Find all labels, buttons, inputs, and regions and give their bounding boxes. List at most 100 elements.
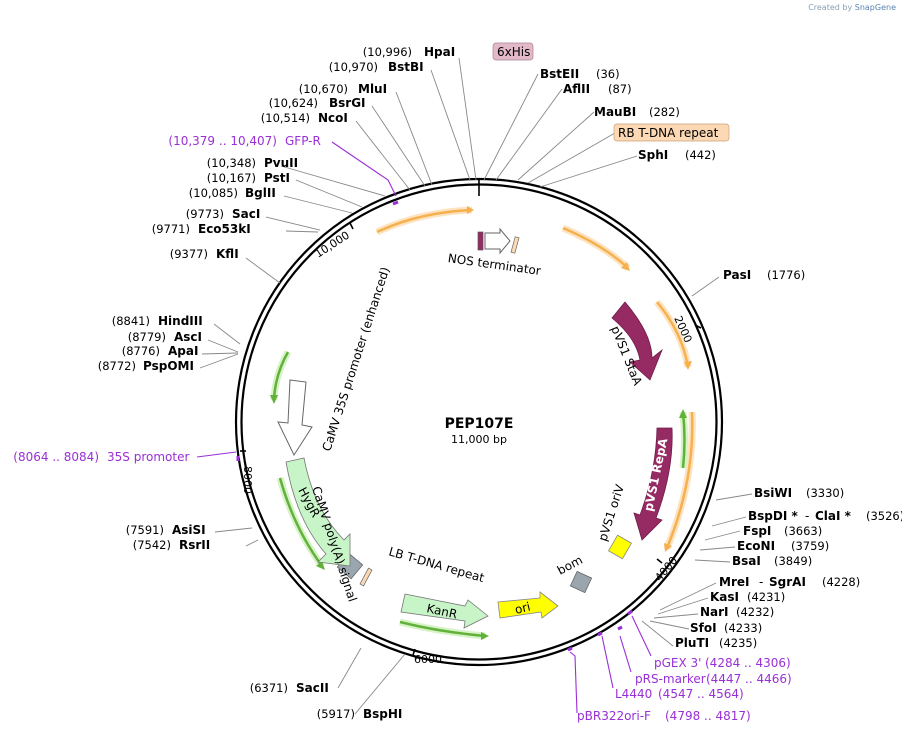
site-name-bsphi: BspHI <box>363 707 402 721</box>
leader-bsteii <box>483 73 539 181</box>
site-name-bstbi: BstBI <box>388 60 424 74</box>
site-pos-bsphi: (5917) <box>317 707 355 721</box>
leader-gfp-r <box>331 141 397 197</box>
site-pos-bsrgi: (10,624) <box>269 96 318 110</box>
tick-4000 <box>656 558 663 564</box>
leader-econi <box>699 546 736 551</box>
feature-label-lb-repeat: LB T-DNA repeat <box>387 544 486 585</box>
site-name-ncoi: NcoI <box>318 111 348 125</box>
site-pos-kfli: (9377) <box>170 247 208 261</box>
leader-prs <box>619 635 632 673</box>
site-pos-kasi: (4231) <box>747 590 785 604</box>
marker-head-2 <box>270 395 278 404</box>
primer-mark-prs <box>617 625 623 631</box>
primer-mark-l4440 <box>597 631 603 637</box>
leader-ncoi <box>355 120 411 191</box>
site-pos-mlui: (10,670) <box>299 82 348 96</box>
site-pos-rsrii: (7542) <box>133 538 171 552</box>
leader-rsrii <box>245 539 259 547</box>
site-pos-econi: (3759) <box>791 539 829 553</box>
leader-pvuii <box>280 165 386 197</box>
marker-arrow-4 <box>399 620 486 638</box>
site-pos-hindiii: (8841) <box>112 314 150 328</box>
leader-l4440 <box>601 635 614 689</box>
hygr-arrow <box>285 457 351 567</box>
leader-kfli <box>245 257 281 284</box>
site-name-hpai: HpaI <box>424 45 455 59</box>
pvs1-oriv-box <box>608 534 632 560</box>
site-pos-bstbi: (10,970) <box>329 60 378 74</box>
site-name-pspomi: PspOMI <box>143 359 194 373</box>
site-name-mlui: MluI <box>358 82 387 96</box>
leader-saci <box>265 216 321 231</box>
site-name-kasi: KasI <box>710 590 739 604</box>
leader-mrei <box>659 582 717 611</box>
site-name-econi: EcoNI <box>737 539 775 553</box>
left-site-labels: (10,996) HpaI (10,970) BstBI (10,670) Ml… <box>13 45 455 721</box>
leader-aflii <box>495 88 563 181</box>
site-name-eco53ki: Eco53kI <box>198 222 251 236</box>
site-name-bglii: BglII <box>245 186 276 200</box>
site-name-clai: ClaI * <box>815 509 852 523</box>
tick-label-8000: 8000 <box>241 466 254 494</box>
backbone-outer <box>234 177 724 667</box>
site-pos-sfoi: (4233) <box>724 621 762 635</box>
primer-name-pbr322: pBR322ori-F <box>577 709 651 723</box>
marker-head-4 <box>481 632 489 640</box>
site-name-maubi: MauBI <box>594 105 636 119</box>
primer-range-35s: (8064 .. 8084) <box>13 450 99 464</box>
site-pos-sphi: (442) <box>685 148 716 162</box>
site-name-fspi: FspI <box>743 524 771 538</box>
primer-name-35s: 35S promoter <box>107 450 189 464</box>
orf-head-3 <box>684 361 692 370</box>
site-pos-maubi: (282) <box>649 105 680 119</box>
leader-apai <box>201 352 239 355</box>
primer-mark-pgex <box>627 609 633 616</box>
leader-bsrgi <box>371 105 426 187</box>
features <box>277 227 673 629</box>
feature-label-camv-polya: CaMV poly(A) signal <box>309 485 360 604</box>
site-name-pasi: PasI <box>723 268 751 282</box>
feature-label-camv-35s: CaMV 35S promoter (enhanced) <box>320 265 393 453</box>
orf-halo-2 <box>561 224 631 271</box>
leader-rb-box <box>527 132 616 184</box>
snapgene-logo: SnapGene <box>854 3 896 12</box>
orf-head-1 <box>467 206 474 214</box>
rb-repeat-block <box>510 236 520 254</box>
leader-pbr322 <box>569 651 578 714</box>
site-pos-aflii: (87) <box>608 82 632 96</box>
leader-pluti <box>641 620 674 647</box>
marker-head-3 <box>316 561 325 570</box>
camv-35s-promoter-arrow <box>277 379 313 457</box>
site-name-bsteii: BstEII <box>540 67 579 81</box>
site-name-bspdi: BspDI * <box>748 509 798 523</box>
orf-arrow-4 <box>665 411 694 549</box>
primer-marks <box>236 200 633 652</box>
site-pos-pvuii: (10,348) <box>207 156 256 170</box>
primer-range-gfp-r: (10,379 .. 10,407) <box>168 134 277 148</box>
site-name-sacii: SacII <box>296 681 329 695</box>
site-pos-sacii: (6371) <box>250 681 288 695</box>
site-name-bsrgi: BsrGI <box>329 96 366 110</box>
primer-leaders <box>196 141 652 714</box>
site-pos-pspomi: (8772) <box>98 359 136 373</box>
snapgene-credit: Created by SnapGene <box>808 3 896 12</box>
kanr-arrow <box>400 593 489 629</box>
primer-range-prs: (4447 .. 4466) <box>706 672 792 686</box>
orf-head-4 <box>664 543 672 552</box>
site-name-sgrai: SgrAI <box>769 575 806 589</box>
leader-sfoi <box>649 620 690 630</box>
site-pos-apai: (8776) <box>122 344 160 358</box>
orf-arrows <box>375 206 696 552</box>
tick-marks <box>240 180 702 656</box>
bom-box <box>569 570 593 594</box>
site-pos-fspi: (3663) <box>784 524 822 538</box>
site-name-nari: NarI <box>700 605 729 619</box>
feature-label-kanr: KanR <box>425 601 458 621</box>
leader-hindiii <box>213 323 241 345</box>
rb-repeat-label-box <box>613 123 730 142</box>
leader-fspi <box>704 530 741 541</box>
primer-name-l4440: L4440 <box>615 687 652 701</box>
site-dash-bspdi: - <box>805 509 809 523</box>
